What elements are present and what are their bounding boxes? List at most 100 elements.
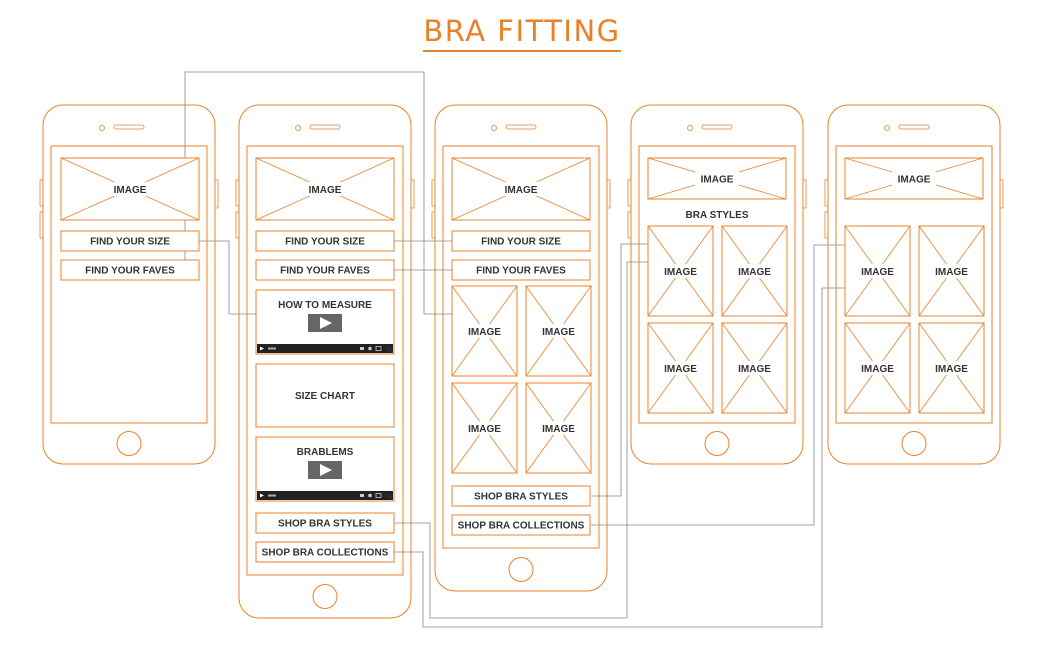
- phone-home-volume-up: [39, 179, 44, 207]
- how-to-measure-video-counter: 38: [385, 348, 392, 354]
- phone-collections-screen: [835, 145, 993, 424]
- style-image-2-label-bg: [732, 264, 777, 278]
- phone-products-volume-down: [431, 211, 436, 239]
- phone-bra-styles-speaker: [701, 124, 733, 130]
- phone-collections-camera: [884, 125, 890, 131]
- phone-fitting-hub-home-button[interactable]: [312, 584, 338, 609]
- how-to-measure-video-title: HOW TO MEASURE: [278, 300, 372, 311]
- collection-image-4-label: IMAGE: [935, 364, 968, 375]
- product-image-1-label: IMAGE: [468, 327, 501, 338]
- phone-products-power-button: [606, 179, 611, 209]
- phone-collections-volume-up: [824, 179, 829, 207]
- products-find-faves-button-label[interactable]: FIND YOUR FAVES: [476, 266, 566, 277]
- phone-home-body: [42, 104, 216, 465]
- collections-banner-image-label-bg: [892, 171, 936, 186]
- phone-fitting-hub-power-button: [410, 179, 415, 209]
- products-shop-styles-button[interactable]: [451, 485, 591, 507]
- home-find-faves-button-label[interactable]: FIND YOUR FAVES: [85, 266, 175, 277]
- style-image-1-label: IMAGE: [664, 267, 697, 278]
- phone-collections-body: [827, 104, 1001, 465]
- style-image-4-label-bg: [732, 361, 777, 375]
- phone-collections-power-button: [999, 179, 1004, 209]
- how-to-measure-video-fullscreen-icon: [375, 346, 382, 351]
- styles-banner-image-label: IMAGE: [701, 175, 734, 186]
- hub-shop-collections-button-label[interactable]: SHOP BRA COLLECTIONS: [262, 548, 389, 559]
- how-to-measure-video-progress-icon: [268, 347, 276, 350]
- collection-image-1-label-bg: [855, 264, 900, 278]
- style-image-1-label-bg: [658, 264, 703, 278]
- phone-fitting-hub-camera: [295, 125, 301, 131]
- how-to-measure-video-bar-play-icon: [260, 346, 264, 351]
- style-image-2-label: IMAGE: [738, 267, 771, 278]
- product-image-3-label: IMAGE: [468, 424, 501, 435]
- phone-collections-speaker: [898, 124, 930, 130]
- bra-styles-heading: BRA STYLES: [686, 210, 749, 221]
- home-hero-image-label: IMAGE: [114, 185, 147, 196]
- size-chart-label: SIZE CHART: [295, 391, 355, 402]
- phone-bra-styles-power-button: [802, 179, 807, 209]
- collections-banner-image-label: IMAGE: [898, 175, 931, 186]
- brablems-video: [255, 436, 395, 502]
- home-hero-image-label-bg: [108, 182, 152, 196]
- hub-find-faves-button-label[interactable]: FIND YOUR FAVES: [280, 266, 370, 277]
- phone-bra-styles-screen: [638, 145, 796, 424]
- phone-home-speaker: [113, 124, 145, 130]
- brablems-video-fullscreen-icon: [375, 493, 382, 498]
- hub-shop-collections-button[interactable]: [255, 541, 395, 563]
- phone-fitting-hub-body: [238, 104, 412, 619]
- collection-image-1-label: IMAGE: [861, 267, 894, 278]
- home-find-faves-button[interactable]: [60, 259, 200, 281]
- how-to-measure-video-play-icon: [320, 317, 332, 329]
- collection-image-2-label: IMAGE: [935, 267, 968, 278]
- products-hero-image-label-bg: [499, 182, 543, 196]
- connector-collections-to-collections-screen: [591, 244, 845, 526]
- collection-image-4-label-bg: [929, 361, 974, 375]
- products-shop-collections-button-label[interactable]: SHOP BRA COLLECTIONS: [458, 521, 585, 532]
- phone-collections-home-button[interactable]: [901, 431, 927, 456]
- phone-home-volume-down: [39, 211, 44, 239]
- hub-find-size-button-label[interactable]: FIND YOUR SIZE: [285, 237, 365, 248]
- phone-products-screen: [442, 145, 600, 549]
- hub-find-size-button[interactable]: [255, 230, 395, 252]
- collection-image-3-label-bg: [855, 361, 900, 375]
- phone-products-home-button[interactable]: [508, 557, 534, 582]
- phone-home-home-button[interactable]: [116, 431, 142, 456]
- style-image-3-label: IMAGE: [664, 364, 697, 375]
- phone-fitting-hub-screen: [246, 145, 404, 576]
- hub-find-faves-button[interactable]: [255, 259, 395, 281]
- products-find-size-button-label[interactable]: FIND YOUR SIZE: [481, 237, 561, 248]
- hub-shop-styles-button[interactable]: [255, 512, 395, 534]
- connector-shop-styles-to-styles-screen: [394, 261, 648, 619]
- how-to-measure-video-settings-icon: [368, 346, 372, 351]
- collection-image-2-label-bg: [929, 264, 974, 278]
- phone-bra-styles-body: [630, 104, 804, 465]
- brablems-video-play-icon: [320, 464, 332, 476]
- phone-bra-styles-volume-up: [627, 179, 632, 207]
- phone-products-speaker: [505, 124, 537, 130]
- brablems-video-title: BRABLEMS: [297, 447, 354, 458]
- style-image-4-label: IMAGE: [738, 364, 771, 375]
- home-find-size-button[interactable]: [60, 230, 200, 252]
- product-image-4-label-bg: [536, 421, 581, 435]
- products-find-faves-button[interactable]: [451, 259, 591, 281]
- diagram-title: BRA FITTING: [423, 14, 621, 52]
- phone-fitting-hub-volume-down: [235, 211, 240, 239]
- phone-bra-styles-home-button[interactable]: [704, 431, 730, 456]
- products-find-size-button[interactable]: [451, 230, 591, 252]
- product-image-3-label-bg: [462, 421, 507, 435]
- phone-fitting-hub-speaker: [309, 124, 341, 130]
- phone-products-camera: [491, 125, 497, 131]
- products-hero-image-label: IMAGE: [505, 185, 538, 196]
- phone-home-power-button: [214, 179, 219, 209]
- phone-bra-styles-volume-down: [627, 211, 632, 239]
- products-shop-styles-button-label[interactable]: SHOP BRA STYLES: [474, 492, 568, 503]
- home-find-size-button-label[interactable]: FIND YOUR SIZE: [90, 237, 170, 248]
- products-shop-collections-button[interactable]: [451, 514, 591, 536]
- hub-shop-styles-button-label[interactable]: SHOP BRA STYLES: [278, 519, 372, 530]
- style-image-3-label-bg: [658, 361, 703, 375]
- product-image-1-label-bg: [462, 324, 507, 338]
- how-to-measure-video-volume-icon: [360, 347, 364, 350]
- phone-home-screen: [50, 145, 208, 424]
